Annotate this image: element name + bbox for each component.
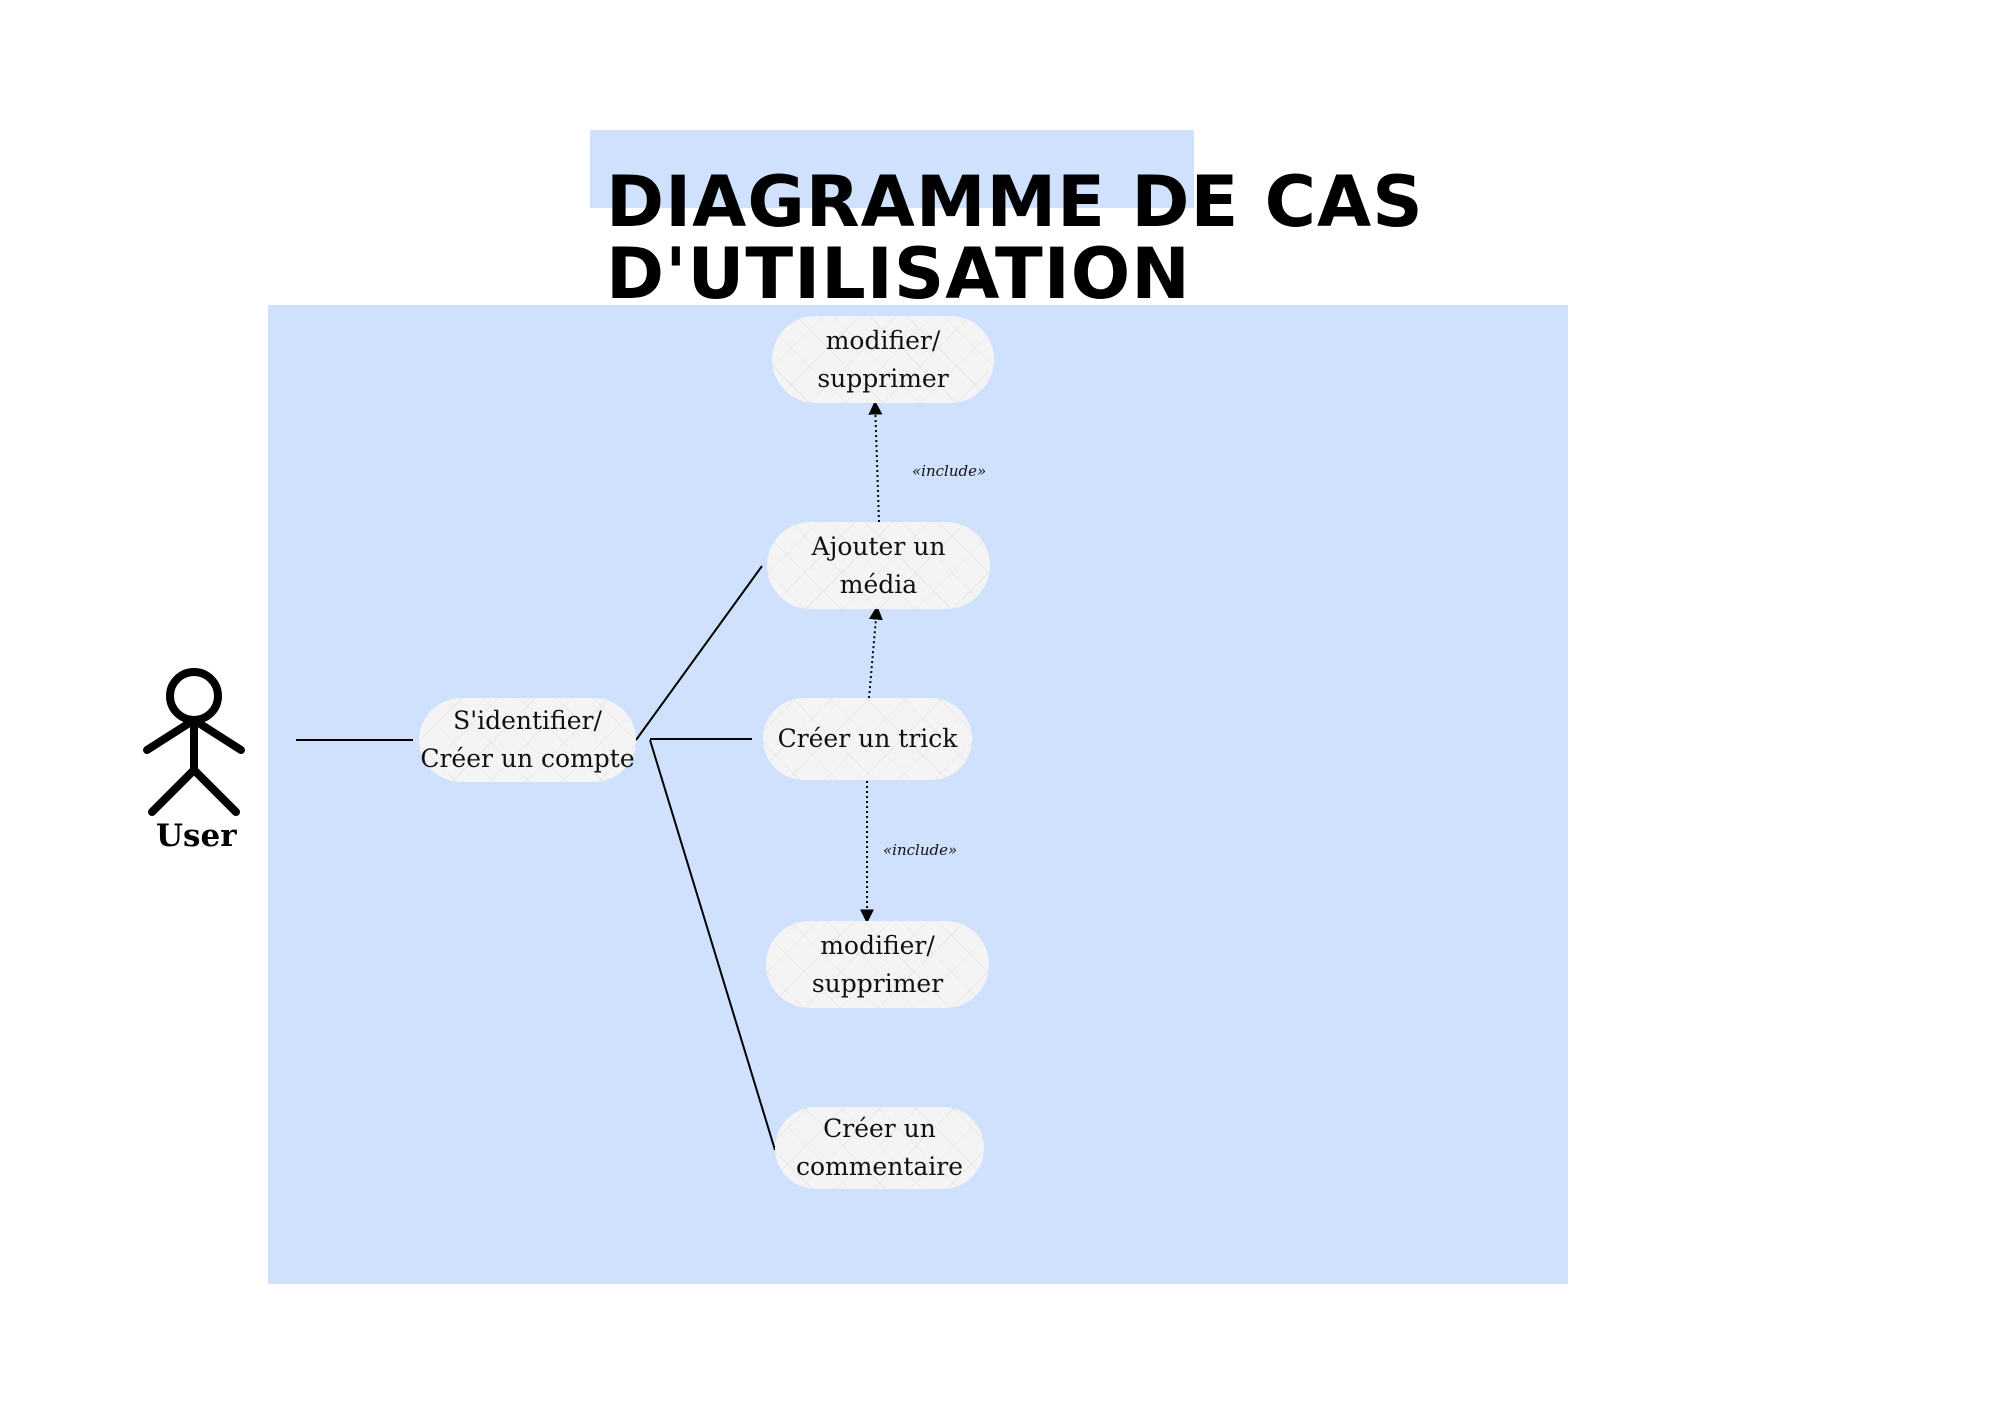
usecase-identify: S'identifier/ Créer un compte [419, 698, 636, 782]
usecase-add-media-label: Ajouter un média [811, 531, 946, 599]
usecase-edit-media-label: modifier/ supprimer [817, 325, 949, 393]
usecase-edit-trick: modifier/ supprimer [766, 921, 989, 1008]
usecase-edit-trick-label: modifier/ supprimer [811, 930, 944, 998]
title-line-2: D'UTILISATION [606, 233, 1191, 315]
include-label-trick: «include» [883, 841, 958, 859]
usecase-add-media: Ajouter un média [767, 522, 990, 609]
actor-label: User [156, 818, 237, 854]
title-highlight [590, 130, 1194, 208]
association-identify-add-media [635, 565, 763, 741]
usecase-create-trick: Créer un trick [763, 698, 972, 780]
association-identify-create-comment [649, 739, 776, 1151]
usecase-edit-media: modifier/ supprimer [772, 316, 994, 403]
usecase-create-comment: Créer un commentaire [775, 1107, 984, 1189]
include-arrow-create-media [868, 605, 883, 699]
title-line-1: DIAGRAMME DE CAS [606, 161, 1424, 243]
actor-icon [143, 668, 245, 816]
usecase-create-comment-label: Créer un commentaire [795, 1114, 964, 1181]
include-arrow-media [868, 400, 883, 523]
include-label-media: «include» [912, 462, 987, 480]
usecase-create-trick-label: Créer un trick [777, 724, 958, 753]
usecase-identify-label: S'identifier/ Créer un compte [420, 706, 635, 773]
page-title: DIAGRAMME DE CAS D'UTILISATION [606, 166, 1424, 310]
